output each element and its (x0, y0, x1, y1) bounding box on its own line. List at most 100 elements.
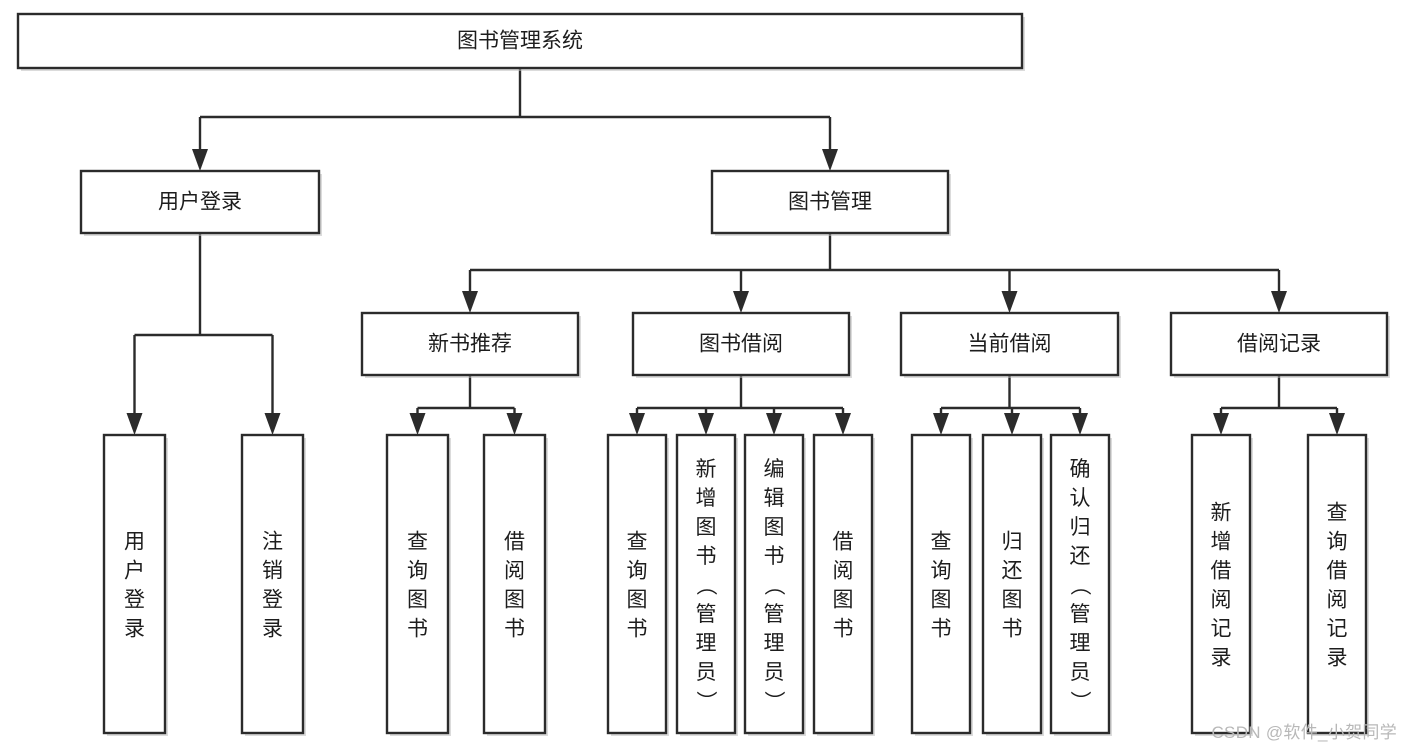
node-label-char: 管 (696, 603, 717, 626)
node-box[interactable] (631, 311, 851, 377)
node-label-char: 录 (1211, 647, 1232, 670)
node-label-char: ） (1068, 691, 1091, 712)
node-label-char: 书 (407, 618, 428, 641)
node-label-char: 阅 (833, 560, 854, 583)
node-label: 图书借阅 (699, 333, 783, 356)
node-label-char: （ (694, 575, 717, 596)
node-book-borrow[interactable]: 图书借阅 (631, 311, 852, 378)
node-book-manage[interactable]: 图书管理 (710, 169, 951, 236)
connector-group (192, 68, 838, 171)
node-root[interactable]: 图书管理系统 (16, 12, 1025, 71)
node-box[interactable] (606, 433, 668, 735)
node-label-char: 辑 (764, 487, 785, 510)
node-label-char: 管 (1070, 603, 1091, 626)
connector-group (1213, 375, 1345, 435)
node-label-char: 新 (696, 458, 717, 481)
node-box[interactable] (910, 433, 972, 735)
node-box[interactable] (1049, 433, 1111, 735)
node-label-char: 确 (1070, 458, 1091, 481)
node-label-char: 录 (262, 618, 283, 641)
node-label-char: 录 (124, 618, 145, 641)
node-label-char: 员 (764, 661, 785, 684)
node-leaf-user-login[interactable]: 用户登录 (102, 433, 168, 736)
connector-group (409, 375, 523, 435)
node-label-char: 书 (931, 618, 952, 641)
node-box[interactable] (102, 433, 167, 735)
node-box[interactable] (1306, 433, 1368, 735)
connector-group (629, 375, 851, 435)
node-box[interactable] (482, 433, 547, 735)
node-label-char: 书 (627, 618, 648, 641)
node-box[interactable] (16, 12, 1024, 70)
node-label-char: 借 (504, 531, 525, 554)
connector-layer (126, 68, 1345, 435)
node-user-login[interactable]: 用户登录 (79, 169, 322, 236)
node-label-char: 询 (931, 560, 952, 583)
node-box[interactable] (743, 433, 805, 735)
node-label-char: （ (762, 575, 785, 596)
node-label-char: 图 (627, 589, 648, 612)
connector-group (933, 375, 1088, 435)
node-label-char: 查 (407, 531, 428, 554)
node-label-char: 员 (1070, 661, 1091, 684)
node-label-char: 查 (627, 531, 648, 554)
node-label-char: 记 (1211, 618, 1232, 641)
node-label-char: 编 (764, 458, 785, 481)
node-label-char: 询 (1327, 531, 1348, 554)
node-label-char: 销 (262, 560, 283, 583)
node-label-char: 理 (696, 632, 717, 655)
node-box[interactable] (1169, 311, 1389, 377)
node-label-char: 阅 (1327, 589, 1348, 612)
node-label-char: 记 (1327, 618, 1348, 641)
node-box[interactable] (1190, 433, 1252, 735)
node-label-char: 增 (696, 487, 717, 510)
node-label: 用户登录 (158, 191, 242, 214)
node-label-char: 录 (1327, 647, 1348, 670)
node-label-char: 借 (1211, 560, 1232, 583)
node-label-char: 新 (1211, 502, 1232, 525)
node-label-char: 注 (262, 531, 283, 554)
node-label-char: 图 (1002, 589, 1023, 612)
node-label-char: 还 (1070, 545, 1091, 568)
node-box[interactable] (710, 169, 950, 235)
node-label-char: 书 (1002, 618, 1023, 641)
node-label-char: 阅 (504, 560, 525, 583)
node-label-char: 阅 (1211, 589, 1232, 612)
node-box[interactable] (812, 433, 874, 735)
node-label-char: 还 (1002, 560, 1023, 583)
connector-group (126, 233, 281, 435)
node-label-char: 图 (696, 516, 717, 539)
node-label-char: 借 (1327, 560, 1348, 583)
node-box[interactable] (899, 311, 1120, 377)
node-box[interactable] (360, 311, 580, 377)
node-label-char: 理 (764, 632, 785, 655)
node-borrow-record[interactable]: 借阅记录 (1169, 311, 1390, 378)
node-box[interactable] (981, 433, 1043, 735)
node-box[interactable] (385, 433, 450, 735)
node-label-char: 归 (1002, 531, 1023, 554)
node-box[interactable] (79, 169, 321, 235)
node-label-char: 员 (696, 661, 717, 684)
node-label: 借阅记录 (1237, 333, 1321, 356)
node-label-char: 图 (504, 589, 525, 612)
node-box[interactable] (675, 433, 737, 735)
node-layer: 图书管理系统用户登录图书管理新书推荐图书借阅当前借阅借阅记录用户登录注销登录查询… (16, 12, 1390, 736)
node-box[interactable] (240, 433, 305, 735)
node-new-book-recommend[interactable]: 新书推荐 (360, 311, 581, 378)
node-label-char: 管 (764, 603, 785, 626)
node-current-borrow[interactable]: 当前借阅 (899, 311, 1121, 378)
node-label: 图书管理 (788, 191, 872, 214)
